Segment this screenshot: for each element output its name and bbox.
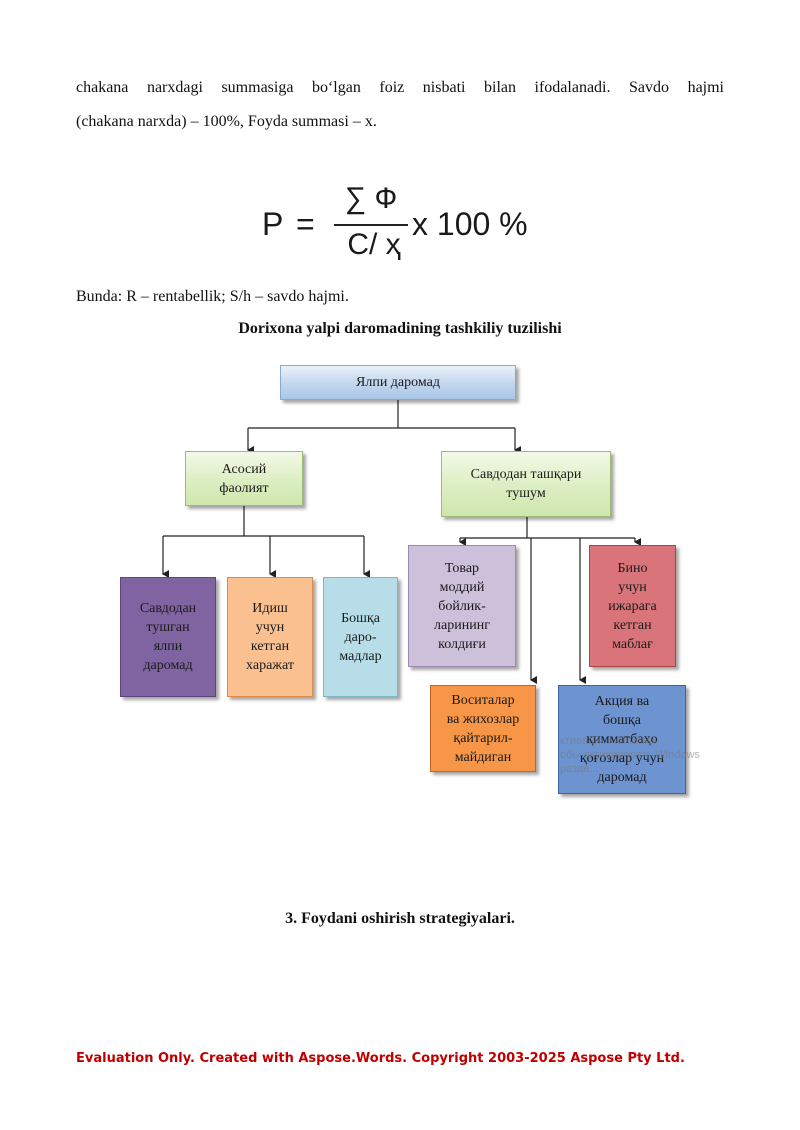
- profitability-formula: P = ∑ Ф С/ ҳ x 100 %: [262, 182, 562, 274]
- formula-lhs: P: [262, 206, 284, 242]
- formula-fraction-bar: [334, 224, 408, 226]
- os-activation-watermark: ктиваци... Windows обы активировать Wind…: [560, 735, 700, 775]
- body-paragraph-line-2: (chakana narxda) – 100%, Foyda summasi –…: [76, 113, 377, 130]
- node-trade-gross-income: Савдодан тушган ялпи даромад: [120, 577, 216, 697]
- formula-legend: Bunda: R – rentabellik; S/h – savdo hajm…: [76, 288, 349, 305]
- node-non-trade-income: Савдодан ташқари тушум: [441, 451, 611, 517]
- formula-equals: =: [296, 206, 315, 242]
- node-other-income: Бошқа даро- мадлар: [323, 577, 398, 697]
- node-securities-income: Акция ва бошқа қимматбаҳо қоғозлар учун …: [558, 685, 686, 794]
- root-node-gross-income: Ялпи даромад: [280, 365, 516, 400]
- evaluation-notice: Evaluation Only. Created with Aspose.Wor…: [76, 1051, 685, 1066]
- node-non-returnable-equipment: Воситалар ва жихозлар қайтарил- майдиган: [430, 685, 536, 772]
- formula-rhs: x 100 %: [412, 206, 528, 242]
- section-heading: 3. Foydani oshirish strategiyalari.: [285, 910, 515, 927]
- node-building-rent: Бино учун ижарага кетган маблағ: [589, 545, 676, 667]
- formula-numerator: ∑ Ф: [344, 182, 398, 215]
- node-commodity-balance: Товар моддий бойлик- ларининг колдиғи: [408, 545, 516, 667]
- node-container-expense: Идиш учун кетган харажат: [227, 577, 313, 697]
- diagram-title: Dorixona yalpi daromadining tashkiliy tu…: [238, 320, 562, 337]
- node-main-activity: Асосий фаолият: [185, 451, 303, 506]
- formula-denominator: С/ ҳ: [347, 228, 401, 261]
- body-paragraph-line-1: chakana narxdagi summasiga bo‘lgan foiz …: [76, 79, 724, 96]
